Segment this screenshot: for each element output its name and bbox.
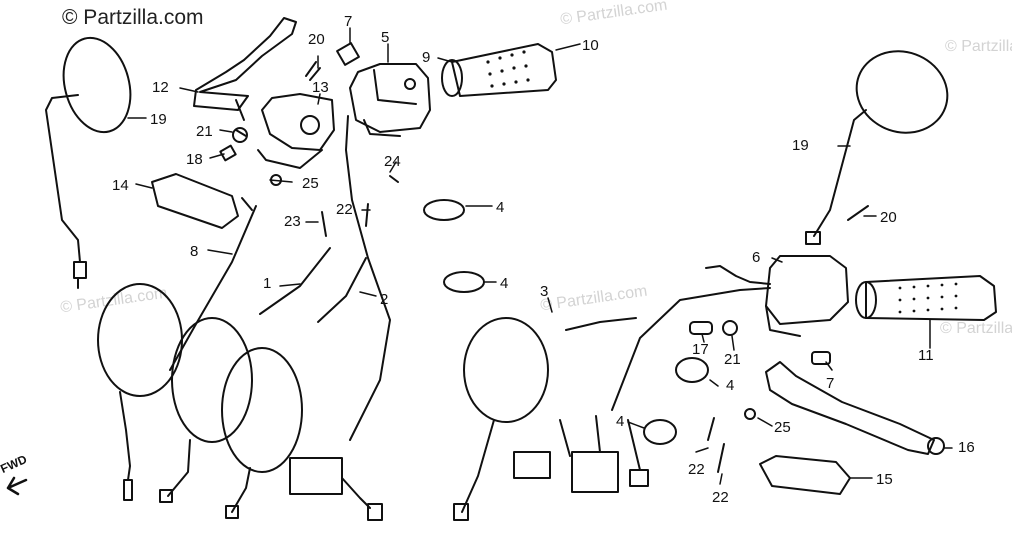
callout-22: 22 (712, 489, 729, 506)
callout-9: 9 (422, 49, 430, 66)
callout-22: 22 (336, 201, 353, 218)
bolts-22-23 (321, 203, 369, 237)
callout-19: 19 (150, 111, 167, 128)
throttle-grip (855, 275, 997, 321)
callout-19: 19 (792, 137, 809, 154)
lever-cover (759, 455, 851, 495)
clutch-cable (97, 205, 257, 501)
callout-20: 20 (308, 31, 325, 48)
nut-21 (722, 320, 738, 336)
callout-16: 16 (958, 439, 975, 456)
fwd-arrow-icon (6, 476, 28, 496)
callout-15: 15 (876, 471, 893, 488)
partzilla-watermark: © Partzilla.com (945, 38, 1012, 55)
callout-21: 21 (196, 123, 213, 140)
pivot-bolt-20 (305, 61, 321, 81)
callout-25: 25 (774, 419, 791, 436)
washer-25 (744, 408, 756, 420)
callout-25: 25 (302, 175, 319, 192)
callout-4: 4 (500, 275, 508, 292)
callout-24: 24 (384, 153, 401, 170)
callout-11: 11 (918, 347, 934, 364)
callout-12: 12 (152, 79, 169, 96)
callout-10: 10 (582, 37, 599, 54)
callout-23: 23 (284, 213, 301, 230)
callout-18: 18 (186, 151, 203, 168)
callout-20: 20 (880, 209, 897, 226)
right-switch-housing (705, 255, 849, 337)
pivot-17 (689, 321, 713, 335)
callout-4: 4 (496, 199, 504, 216)
left-harness (289, 115, 391, 521)
throttle-cable-3 (453, 317, 637, 521)
callout-13: 13 (312, 79, 329, 96)
left-grip (441, 43, 557, 97)
clamp-4 (423, 199, 465, 221)
throttle-cable-2 (221, 257, 367, 519)
callout-7: 7 (826, 375, 834, 392)
left-switch-housing (349, 63, 431, 137)
right-harness (513, 287, 771, 493)
bolts-22 (707, 417, 725, 473)
bulb-7 (336, 42, 360, 66)
callout-21: 21 (724, 351, 741, 368)
callout-17: 17 (692, 341, 709, 358)
lever-cover (151, 173, 239, 229)
callout-5: 5 (381, 29, 389, 46)
lever-holder (257, 93, 335, 169)
callout-3: 3 (540, 283, 548, 300)
partzilla-watermark: © Partzilla.com (940, 320, 1012, 337)
clamp-4 (443, 271, 485, 293)
pivot-bolt-20 (847, 205, 869, 221)
callout-8: 8 (190, 243, 198, 260)
screw-24 (389, 175, 399, 183)
callout-7: 7 (344, 13, 352, 30)
callout-4: 4 (616, 413, 624, 430)
brake-lever (765, 361, 945, 455)
clutch-lever (193, 17, 297, 121)
callout-4: 4 (726, 377, 734, 394)
callout-22: 22 (688, 461, 705, 478)
callout-1: 1 (263, 275, 271, 292)
partzilla-watermark-main: © Partzilla.com (62, 6, 204, 29)
clamp-4 (675, 357, 709, 383)
bolt-18 (219, 144, 237, 162)
left-mirror (45, 36, 132, 289)
right-mirror (805, 50, 949, 245)
nut-21 (232, 127, 248, 143)
bulb-7 (811, 351, 831, 365)
callout-14: 14 (112, 177, 129, 194)
throttle-cable-1 (159, 247, 331, 503)
callout-2: 2 (380, 291, 388, 308)
clamp-4 (643, 419, 677, 445)
callout-6: 6 (752, 249, 760, 266)
